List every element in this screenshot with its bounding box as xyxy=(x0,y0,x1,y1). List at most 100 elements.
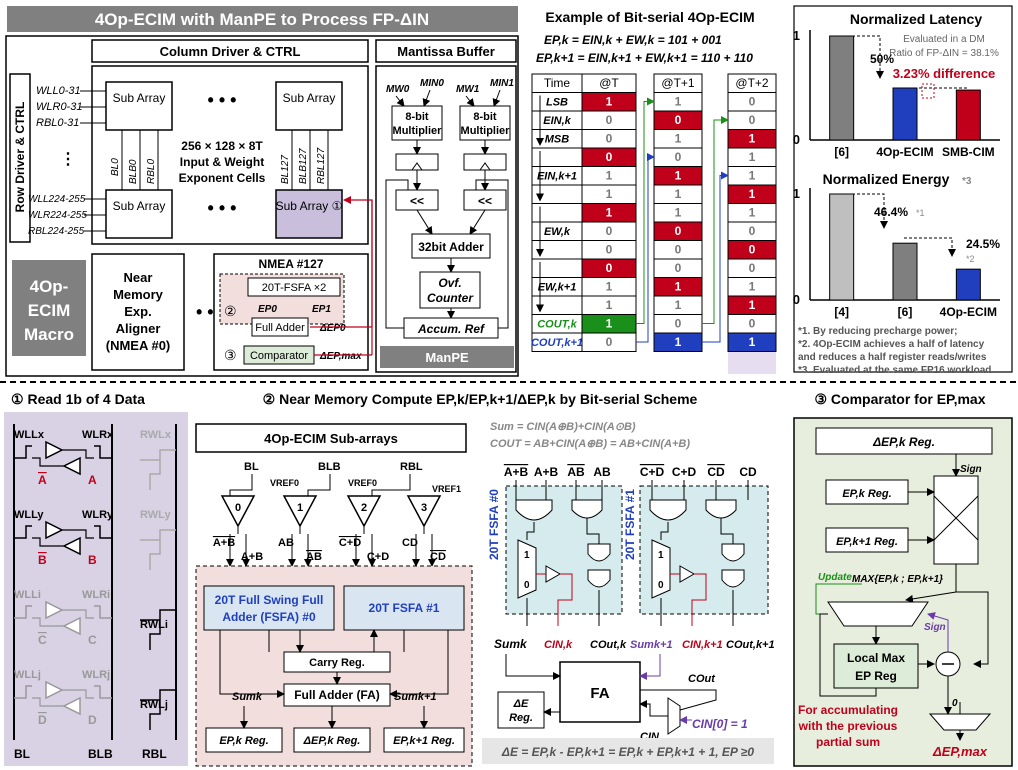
bit-value: 0 xyxy=(675,261,682,275)
rwl-label: RWLx xyxy=(140,429,172,441)
reg-epk1-box xyxy=(383,727,465,753)
node-label: D xyxy=(88,713,97,727)
multiplier-0-line1: 8-bit xyxy=(405,111,429,123)
wll-label: WLLi xyxy=(14,589,41,601)
header-t2: @T+2 xyxy=(735,76,769,90)
y-tick-top: 1 xyxy=(793,28,800,43)
vref0-b: VREF0 xyxy=(348,478,377,488)
logic-gate xyxy=(587,543,611,562)
bit-value: 0 xyxy=(606,224,613,238)
logic-gate xyxy=(515,499,553,521)
banner-title: 4Op-ECIM with ManPE to Process FP-ΔIN xyxy=(95,10,429,29)
register-0 xyxy=(395,153,439,171)
fa-label: Full Adder (FA) xyxy=(294,688,380,702)
bit-serial-example: Example of Bit-serial 4Op-ECIM EP,k = EI… xyxy=(531,9,777,374)
mux xyxy=(517,539,537,599)
sub-array-bl-label: Sub Array xyxy=(113,199,166,213)
col-label-blb0: BLB0 xyxy=(128,159,139,184)
node-bar-label: B xyxy=(38,553,47,567)
latency-note1: Evaluated in a DM xyxy=(903,34,985,45)
mux-1: 1 xyxy=(524,550,530,561)
fsfa1-box xyxy=(343,585,465,631)
bit-value: 1 xyxy=(606,280,613,294)
cin-mux xyxy=(667,697,681,735)
nmea0-line-2: Memory xyxy=(113,287,164,302)
bit-value: 1 xyxy=(749,169,756,183)
bit-value: 1 xyxy=(675,132,682,146)
sub-array-br-label: Sub Array ① xyxy=(276,199,343,213)
fsfa1-input: CD xyxy=(739,465,757,479)
fsfa0-input: A+B xyxy=(534,465,559,479)
delta-ep0-label: ΔEP0 xyxy=(319,323,346,334)
cin0: CIN[0] = 1 xyxy=(692,717,748,731)
col-label-bl127: BL127 xyxy=(280,155,291,184)
out-cout-k: COut,k xyxy=(590,639,627,651)
bit-value: 1 xyxy=(606,317,613,331)
sa-output: CD xyxy=(402,537,418,549)
inverter xyxy=(45,600,64,620)
bit-value: 0 xyxy=(606,150,613,164)
col-label-blb127: BLB127 xyxy=(298,148,309,184)
macro-section: 4Op-ECIM with ManPE to Process FP-ΔIN Co… xyxy=(5,6,519,377)
bit-value: 0 xyxy=(675,113,682,127)
energy-pct1-note: *1 xyxy=(916,208,925,218)
local-max-line2: EP Reg xyxy=(855,669,897,683)
sense-amp-index: 0 xyxy=(235,502,241,514)
sub-array-bl xyxy=(105,189,173,239)
node-bar-label: A xyxy=(38,473,47,487)
row-label: EW,k+1 xyxy=(538,282,577,294)
col-label-rbl0: RBL0 xyxy=(146,159,157,184)
bit-value: 1 xyxy=(749,280,756,294)
sum-k: Sumk xyxy=(232,691,263,703)
macro-label-box xyxy=(12,260,86,356)
bar xyxy=(955,89,981,141)
local-max-box xyxy=(833,643,919,689)
charts-section: Normalized Latency Evaluated in a DM Rat… xyxy=(793,5,1013,376)
row-label: EIN,k+1 xyxy=(537,171,577,183)
multiplier-1 xyxy=(459,105,511,141)
bit-value: 0 xyxy=(675,317,682,331)
row-label-wlr0: WLR0-31 xyxy=(36,101,82,113)
sec2-blb: BLB xyxy=(318,461,341,473)
mw1-label: MW1 xyxy=(456,84,480,95)
zero-label: 0 xyxy=(952,698,958,709)
bit-value: 1 xyxy=(675,187,682,201)
row-label-wll224: WLL224-255 xyxy=(28,194,86,205)
reg-epk-box xyxy=(205,727,283,753)
mux-1: 1 xyxy=(658,550,664,561)
cells-text-3: Exponent Cells xyxy=(179,171,266,185)
sub-array-br xyxy=(275,189,343,239)
col-label-bl0: BL0 xyxy=(110,158,121,176)
energy-pct2-note: *2 xyxy=(966,254,975,264)
sa-output: C+D xyxy=(367,551,389,563)
carry-reg-label: Carry Reg. xyxy=(309,657,365,669)
marker-2: ② xyxy=(224,303,237,319)
nmea0-line-4: Aligner xyxy=(116,321,161,336)
fsfa0-line2: Adder (FSFA) #0 xyxy=(222,610,316,624)
header-time: Time xyxy=(544,76,571,90)
bit-value: 0 xyxy=(749,317,756,331)
sec2-bl: BL xyxy=(244,461,259,473)
accum-line2: with the previous xyxy=(798,719,898,733)
col-ellipsis-top: • • • xyxy=(208,90,237,110)
row-label-rbl224: RBL224-255 xyxy=(28,226,85,237)
sense-amp-index: 1 xyxy=(297,502,303,514)
inverter xyxy=(62,696,81,716)
epk1-reg-box xyxy=(825,527,909,553)
fsfa1-input: C+D xyxy=(640,465,665,479)
node-bar-label: C xyxy=(38,633,47,647)
bit-value: 0 xyxy=(675,224,682,238)
sec3-title: ③ Comparator for EP,max xyxy=(814,391,985,407)
y-tick-bottom: 0 xyxy=(793,292,800,307)
macro-label-2: ECIM xyxy=(28,301,71,320)
bit-value: 0 xyxy=(606,335,613,349)
mantissa-buffer-label: Mantissa Buffer xyxy=(397,44,495,59)
row-label-wll0: WLL0-31 xyxy=(36,85,81,97)
marker-3: ③ xyxy=(224,347,237,363)
adder32-box xyxy=(411,233,491,259)
bit-value: 0 xyxy=(606,113,613,127)
bit-value: 0 xyxy=(749,261,756,275)
bottom-equation-band xyxy=(482,738,774,764)
